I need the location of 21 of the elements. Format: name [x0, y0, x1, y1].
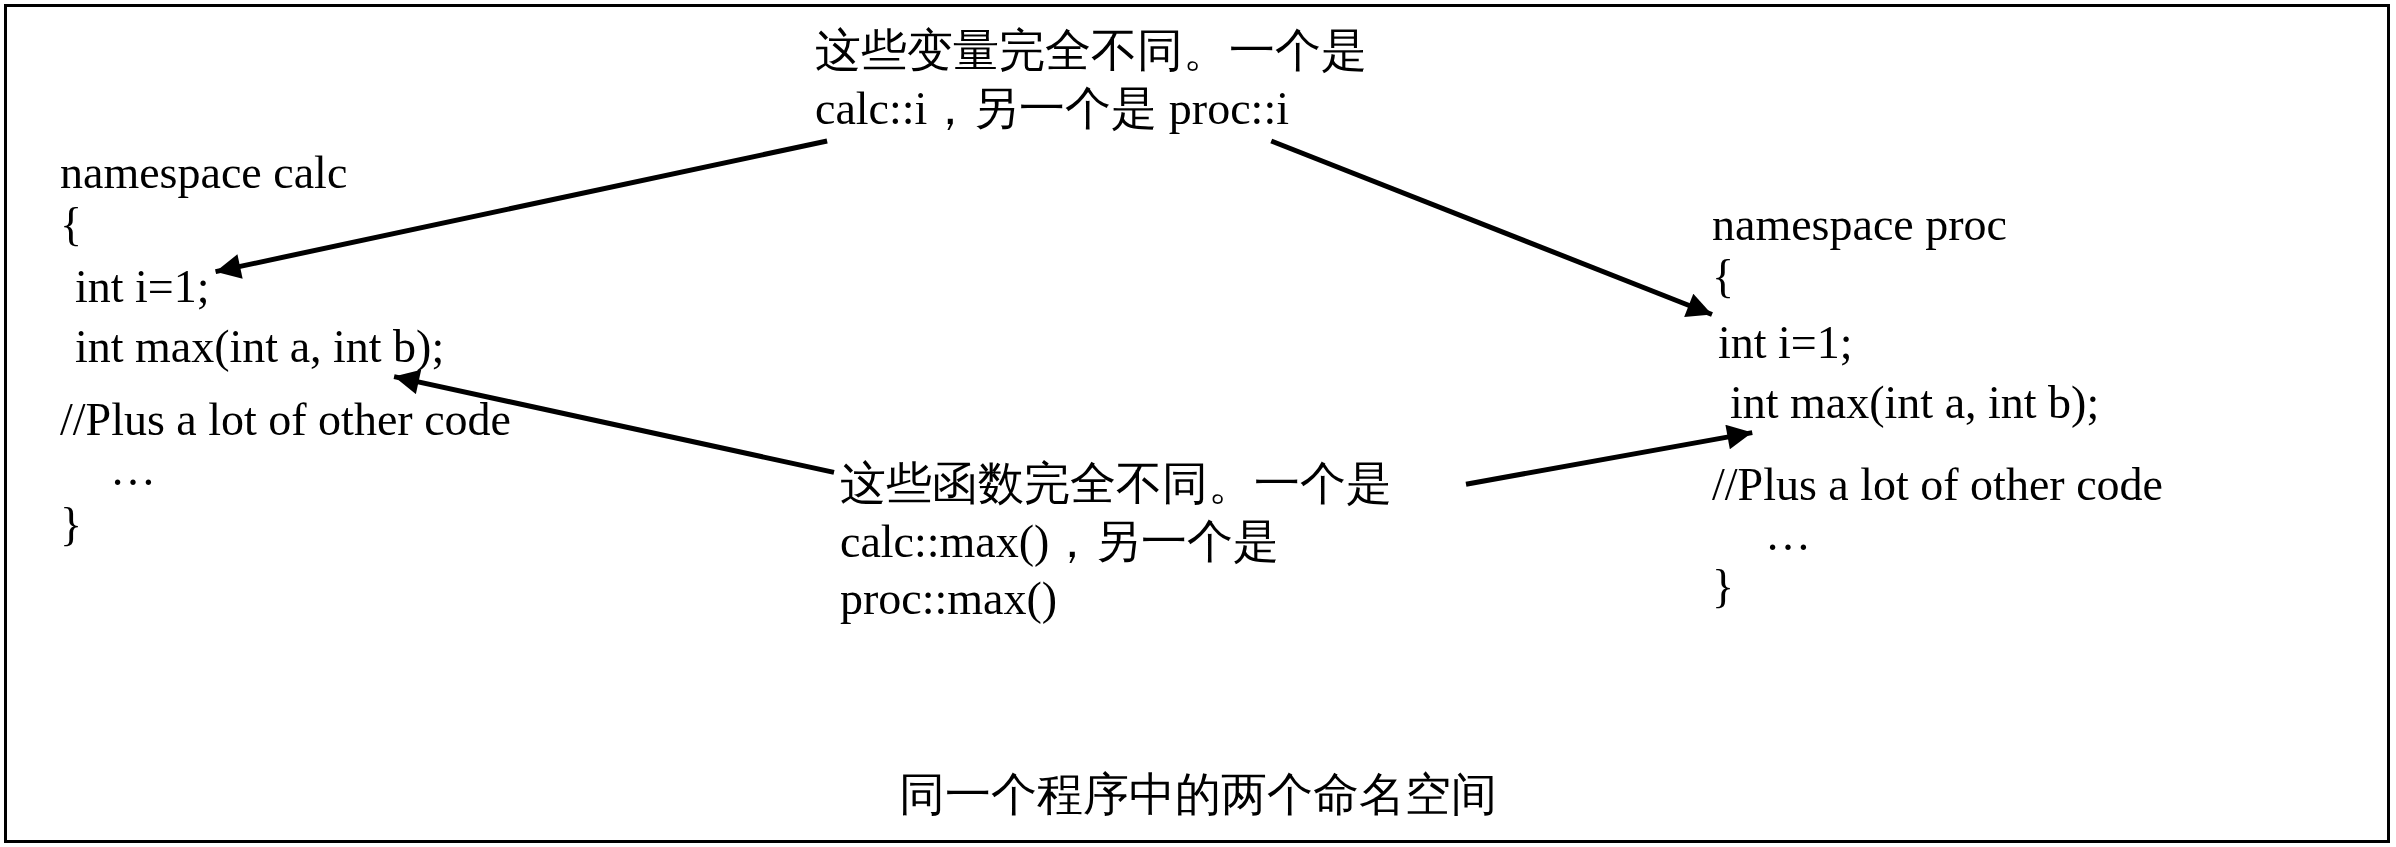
code-line: int i=1;: [75, 262, 210, 313]
code-line: namespace calc: [60, 148, 348, 199]
code-line: int max(int a, int b);: [1730, 378, 2100, 429]
code-line: int max(int a, int b);: [75, 322, 445, 373]
arrow: [1270, 138, 1713, 317]
code-line: //Plus a lot of other code: [60, 395, 511, 446]
caption: 同一个程序中的两个命名空间: [898, 770, 1498, 821]
code-line: //Plus a lot of other code: [1712, 460, 2163, 511]
code-brace: …: [1765, 510, 1811, 561]
annotation-text: 这些变量完全不同。一个是 calc::i，另一个是 proc::i: [815, 22, 1415, 137]
code-brace: }: [1712, 562, 1735, 613]
code-line: namespace proc: [1712, 200, 2007, 251]
code-brace: {: [60, 200, 83, 251]
arrow: [1465, 424, 1753, 487]
code-line: int i=1;: [1718, 318, 1853, 369]
code-brace: }: [60, 500, 83, 551]
arrow: [393, 369, 835, 475]
arrow: [215, 138, 828, 279]
code-brace: …: [110, 445, 156, 496]
code-brace: {: [1712, 252, 1735, 303]
annotation-text: 这些函数完全不同。一个是 calc::max()，另一个是 proc::max(): [840, 455, 1460, 628]
